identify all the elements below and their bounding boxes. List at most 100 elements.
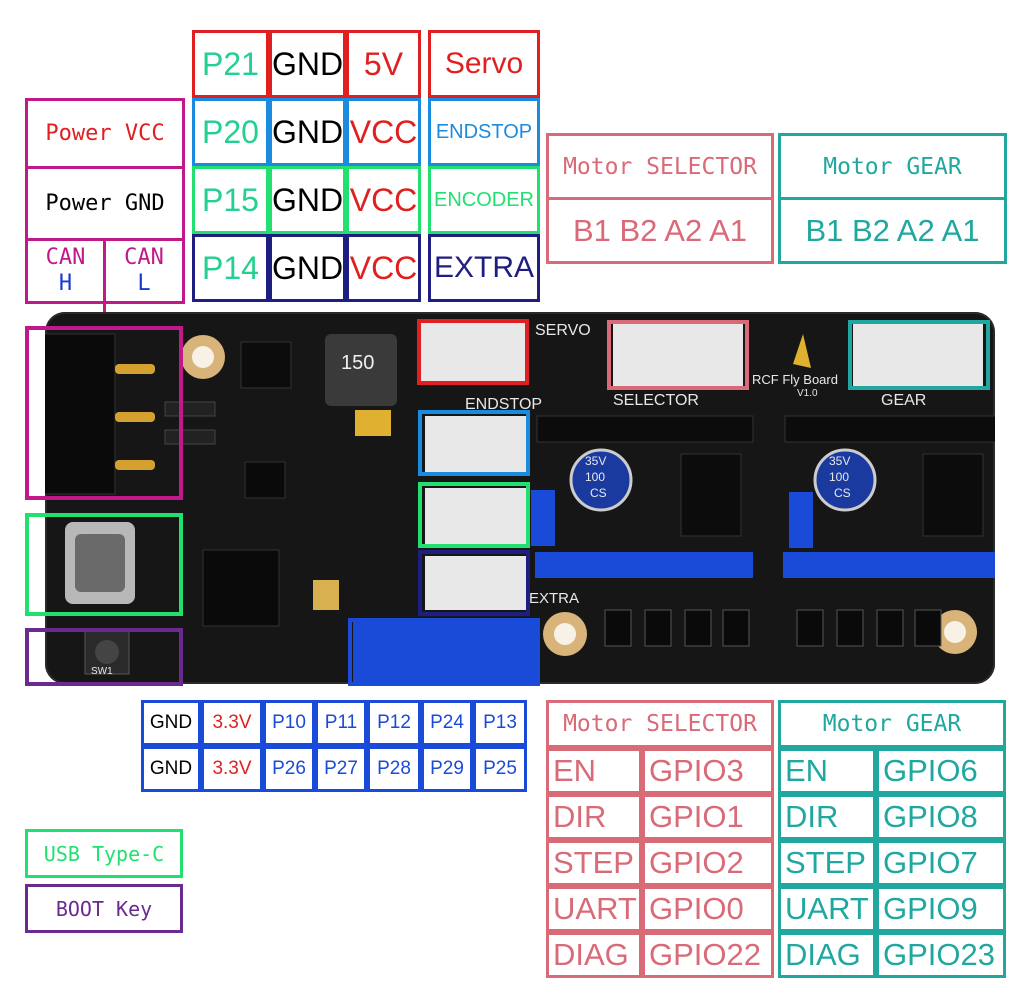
highlight-extra xyxy=(418,550,530,616)
motor-pin-gpio: GPIO2 xyxy=(642,840,774,886)
motor-pin-name: STEP xyxy=(546,840,642,886)
motor-pin-name: UART xyxy=(778,886,876,932)
highlight-gear xyxy=(848,320,990,390)
power-vcc-label: Power VCC xyxy=(45,121,165,146)
can-l-bottom: L xyxy=(137,271,151,296)
highlight-encoder xyxy=(418,482,530,548)
motor-pin-gpio: GPIO0 xyxy=(642,886,774,932)
motor-pin-gpio: GPIO23 xyxy=(876,932,1006,978)
power-block: Power VCC Power GND CAN H CAN L xyxy=(25,98,185,304)
cap2-text-b: 100 xyxy=(829,470,850,484)
motor-pin-gpio: GPIO1 xyxy=(642,794,774,840)
legend-usb: USB Type-C xyxy=(25,829,183,878)
gpio-cell: GND xyxy=(141,746,201,792)
motor-pin-gpio: GPIO6 xyxy=(876,748,1006,794)
legend-boot: BOOT Key xyxy=(25,884,183,933)
gpio-cell: P29 xyxy=(421,746,473,792)
gpio-cell: P24 xyxy=(421,700,473,746)
connector-gnd-cell: GND xyxy=(269,98,346,166)
power-vcc-cell: Power VCC xyxy=(28,101,182,169)
board-artwork xyxy=(45,322,995,682)
cap2-text-a: 35V xyxy=(829,454,851,468)
board-label-selector: SELECTOR xyxy=(613,392,699,409)
motor-pin-gpio: GPIO22 xyxy=(642,932,774,978)
board-label-gear: GEAR xyxy=(881,392,927,409)
motor-selector-top-pins: B1 B2 A2 A1 xyxy=(572,212,748,248)
motor-selector-top-pins-cell: B1 B2 A2 A1 xyxy=(549,200,771,261)
gpio-cell: GND xyxy=(141,700,201,746)
inductor-label: 150 xyxy=(341,352,375,374)
legend-boot-label: BOOT Key xyxy=(55,896,153,921)
motor-gear-top-box: Motor GEAR B1 B2 A2 A1 xyxy=(778,133,1007,264)
motor-pin-name: EN xyxy=(778,748,876,794)
connector-gnd-cell: GND xyxy=(269,30,346,98)
connector-pin-cell: P14 xyxy=(192,234,269,302)
gpio-cell: P25 xyxy=(473,746,527,792)
highlight-boot xyxy=(25,628,183,686)
highlight-gpio-header xyxy=(348,618,540,686)
power-gnd-cell: Power GND xyxy=(28,169,182,241)
connector-name-cell: Servo xyxy=(428,30,540,98)
gpio-cell: 3.3V xyxy=(201,746,263,792)
connector-gnd-cell: GND xyxy=(269,234,346,302)
motor-gear-top-title-cell: Motor GEAR xyxy=(781,136,1004,200)
gpio-cell: 3.3V xyxy=(201,700,263,746)
connector-pin-cell: P20 xyxy=(192,98,269,166)
gpio-cell: P11 xyxy=(315,700,367,746)
can-h-cell: CAN H xyxy=(28,241,106,301)
legend-usb-label: USB Type-C xyxy=(43,841,165,866)
motor-gear-top-pins-cell: B1 B2 A2 A1 xyxy=(781,200,1004,261)
board-label-servo: SERVO xyxy=(535,322,591,339)
motor-pin-name: DIR xyxy=(546,794,642,840)
connector-name-cell: EXTRA xyxy=(428,234,540,302)
motor-pin-table-title: Motor GEAR xyxy=(778,700,1006,748)
can-l-cell: CAN L xyxy=(106,241,182,301)
can-l-top: CAN xyxy=(124,245,164,270)
motor-pin-name: STEP xyxy=(778,840,876,886)
can-h-top: CAN xyxy=(45,245,86,270)
connector-pin-cell: P21 xyxy=(192,30,269,98)
motor-pin-gpio: GPIO7 xyxy=(876,840,1006,886)
gpio-cell: P13 xyxy=(473,700,527,746)
motor-selector-top-title: Motor SELECTOR xyxy=(563,153,757,180)
cap1-text-a: 35V xyxy=(585,454,607,468)
cap1-text-b: 100 xyxy=(585,470,606,484)
connector-name-cell: ENDSTOP xyxy=(428,98,540,166)
connector-voltage-cell: VCC xyxy=(346,98,421,166)
motor-pin-name: DIAG xyxy=(546,932,642,978)
highlight-endstop xyxy=(418,410,530,476)
motor-pin-gpio: GPIO3 xyxy=(642,748,774,794)
gpio-cell: P12 xyxy=(367,700,421,746)
power-gnd-label: Power GND xyxy=(45,191,165,216)
motor-gear-top-title: Motor GEAR xyxy=(823,153,962,180)
board-brand: RCF Fly Board xyxy=(752,372,838,387)
board-label-extra: EXTRA xyxy=(529,590,580,607)
connector-pin-cell: P15 xyxy=(192,166,269,234)
connector-voltage-cell: VCC xyxy=(346,166,421,234)
highlight-power-connector xyxy=(25,326,183,500)
sw1-label: SW1 xyxy=(91,666,113,677)
gpio-cell: P10 xyxy=(263,700,315,746)
highlight-selector xyxy=(607,320,749,390)
motor-pin-name: EN xyxy=(546,748,642,794)
highlight-usb xyxy=(25,513,183,616)
motor-selector-top-title-cell: Motor SELECTOR xyxy=(549,136,771,200)
highlight-servo xyxy=(417,319,529,385)
gpio-cell: P28 xyxy=(367,746,421,792)
gpio-cell: P27 xyxy=(315,746,367,792)
motor-pin-name: DIR xyxy=(778,794,876,840)
connector-gnd-cell: GND xyxy=(269,166,346,234)
motor-pin-name: DIAG xyxy=(778,932,876,978)
motor-pin-gpio: GPIO9 xyxy=(876,886,1006,932)
connector-voltage-cell: VCC xyxy=(346,234,421,302)
cap1-text-c: CS xyxy=(590,486,607,500)
motor-pin-table-title: Motor SELECTOR xyxy=(546,700,774,748)
cap2-text-c: CS xyxy=(834,486,851,500)
board-version: V1.0 xyxy=(797,388,818,399)
motor-pin-gpio: GPIO8 xyxy=(876,794,1006,840)
motor-selector-top-box: Motor SELECTOR B1 B2 A2 A1 xyxy=(546,133,774,264)
pcb-board: SERVO ENDSTOP SELECTOR GEAR EXTRA RCF Fl… xyxy=(45,312,995,684)
board-label-endstop: ENDSTOP xyxy=(465,396,543,413)
motor-pin-name: UART xyxy=(546,886,642,932)
gpio-cell: P26 xyxy=(263,746,315,792)
